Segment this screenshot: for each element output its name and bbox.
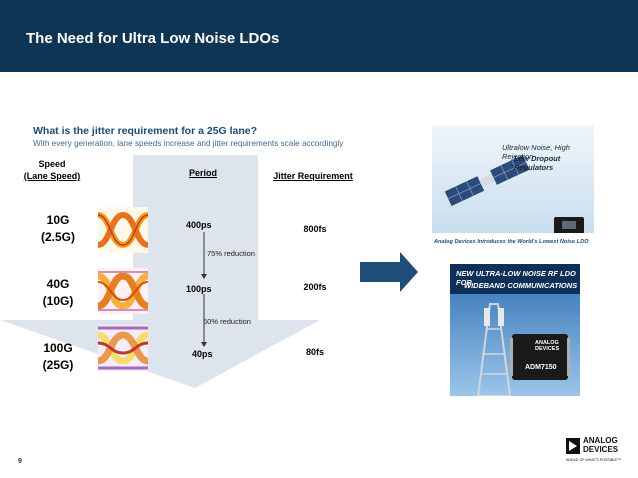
analog-devices-logo: ANALOG DEVICES AHEAD OF WHAT'S POSSIBLE™ <box>566 436 626 468</box>
lane-value: (10G) <box>42 294 74 308</box>
speed-column-header: Speed (Lane Speed) <box>22 158 82 182</box>
logo-line2: DEVICES <box>583 444 619 454</box>
slide-title: The Need for Ultra Low Noise LDOs <box>26 30 280 47</box>
right-arrow-icon <box>360 252 418 292</box>
reduction-label: 60% reduction <box>203 317 251 326</box>
chip-brand-line1: ANALOG <box>535 340 559 346</box>
adm7150-promo-image: NEW ULTRA-LOW NOISE RF LDO FOR WIDEBAND … <box>450 264 580 396</box>
period-value: 400ps <box>186 220 212 230</box>
speed-value: 100G <box>43 341 73 355</box>
eye-diagram-image <box>98 268 148 314</box>
logo-line1: ANALOG <box>583 436 618 445</box>
speed-cell: 40G (10G) <box>28 276 88 310</box>
speed-value: 10G <box>46 213 70 227</box>
jitter-value: 200fs <box>303 282 327 292</box>
intro-subtitle: With every generation, lane speeds incre… <box>33 139 344 148</box>
jitter-column-header: Jitter Requirement <box>273 171 353 181</box>
period-value: 100ps <box>186 284 212 294</box>
lane-value: (25G) <box>42 358 74 372</box>
jitter-question: What is the jitter requirement for a 25G… <box>33 125 258 137</box>
logo-wordmark: ANALOG DEVICES <box>583 436 619 454</box>
eye-diagram-image <box>98 325 148 371</box>
period-column-header: Period <box>188 168 217 178</box>
ad2-headline-line1: NEW ULTRA-LOW NOISE RF LDO FOR <box>456 269 576 287</box>
period-value: 40ps <box>192 349 213 359</box>
speed-value: 40G <box>46 277 70 291</box>
ad-headline-line1: Ultralow Noise, High Rejection <box>502 143 570 161</box>
chip-part-number: ADM7150 <box>525 364 557 371</box>
ldo-announcement-image: Ultralow Noise, High Rejection Low Dropo… <box>432 125 594 255</box>
funnel-arrow-background <box>0 155 320 388</box>
logo-tagline: AHEAD OF WHAT'S POSSIBLE™ <box>566 458 622 462</box>
chip-brand-line2: DEVICES <box>535 346 560 352</box>
page-number: 9 <box>18 458 22 465</box>
jitter-value: 800fs <box>303 224 327 234</box>
chip-brand: ANALOG DEVICES <box>535 340 559 352</box>
speed-cell: 100G (25G) <box>28 340 88 374</box>
down-arrow-icon <box>201 296 207 347</box>
jitter-value: 80fs <box>305 347 324 357</box>
speed-cell: 10G (2.5G) <box>28 212 88 246</box>
speed-header-line2: (Lane Speed) <box>23 171 81 181</box>
speed-header-line1: Speed <box>38 159 66 169</box>
ad2-headline-line2: WIDEBAND COMMUNICATIONS <box>464 281 578 290</box>
ad-caption: Analog Devices Introduces the World's Lo… <box>434 239 589 245</box>
logo-triangle-icon <box>566 438 580 454</box>
eye-diagram-image <box>98 207 148 253</box>
lane-value: (2.5G) <box>40 230 75 244</box>
reduction-label: 75% reduction <box>207 249 255 258</box>
ad-headline-line2: Low Dropout Regulators <box>514 154 561 172</box>
slide-header: The Need for Ultra Low Noise LDOs <box>0 0 638 72</box>
